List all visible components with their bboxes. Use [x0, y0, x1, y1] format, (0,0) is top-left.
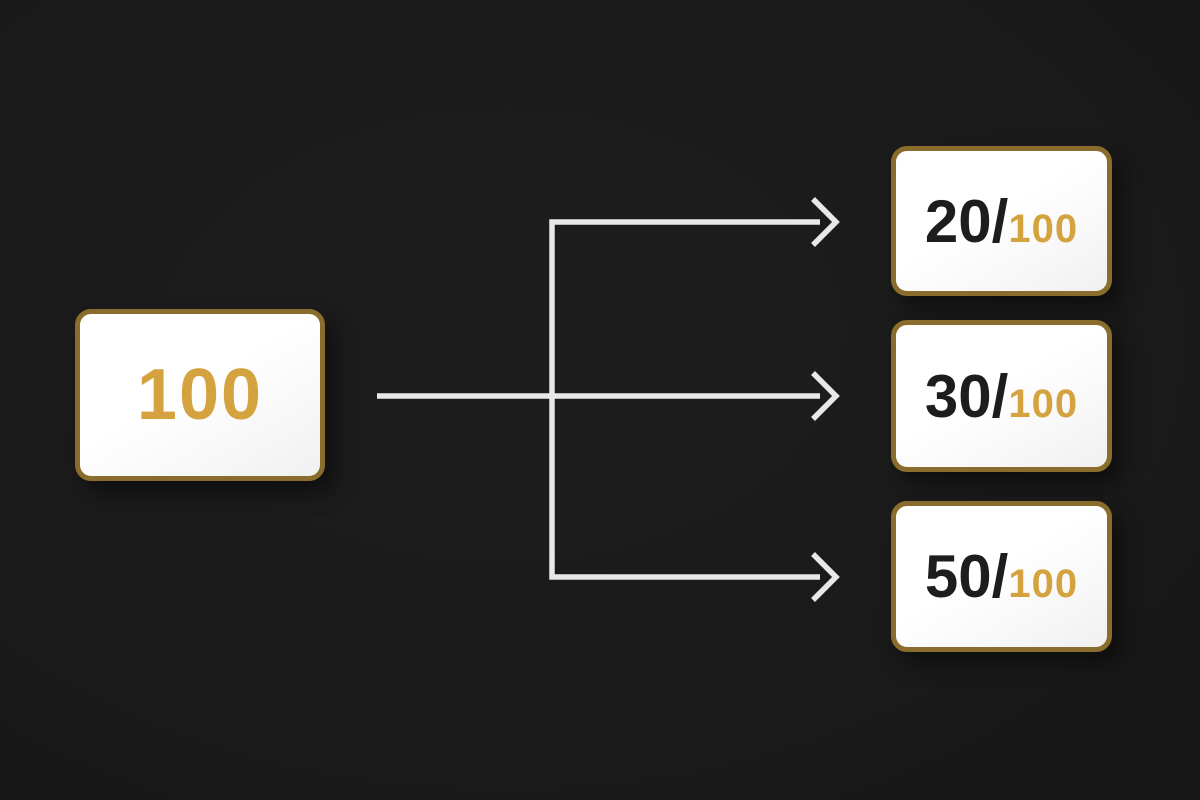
- arrow-branch-trunk: [549, 219, 820, 580]
- result-node-text: 20/100: [925, 187, 1078, 256]
- source-node: 100: [75, 309, 325, 481]
- result-denominator: 100: [1008, 381, 1079, 426]
- source-node-value: 100: [136, 355, 264, 435]
- result-numerator: 20: [924, 187, 992, 255]
- result-denominator: 100: [1008, 562, 1079, 606]
- result-node-50: 50/100: [891, 501, 1112, 652]
- result-numerator: 50: [924, 543, 992, 610]
- arrowhead-bottom-icon: [811, 552, 840, 602]
- result-node-text: 30/100: [925, 362, 1078, 431]
- arrowhead-middle-icon: [811, 371, 840, 421]
- fraction-slash: /: [991, 187, 1009, 255]
- arrowhead-top-icon: [811, 197, 840, 247]
- fraction-slash: /: [991, 543, 1009, 610]
- result-node-20: 20/100: [891, 146, 1112, 296]
- fraction-slash: /: [991, 362, 1009, 430]
- result-denominator: 100: [1008, 206, 1079, 251]
- result-numerator: 30: [924, 362, 992, 430]
- result-node-text: 50/100: [925, 542, 1078, 611]
- result-node-30: 30/100: [891, 320, 1112, 472]
